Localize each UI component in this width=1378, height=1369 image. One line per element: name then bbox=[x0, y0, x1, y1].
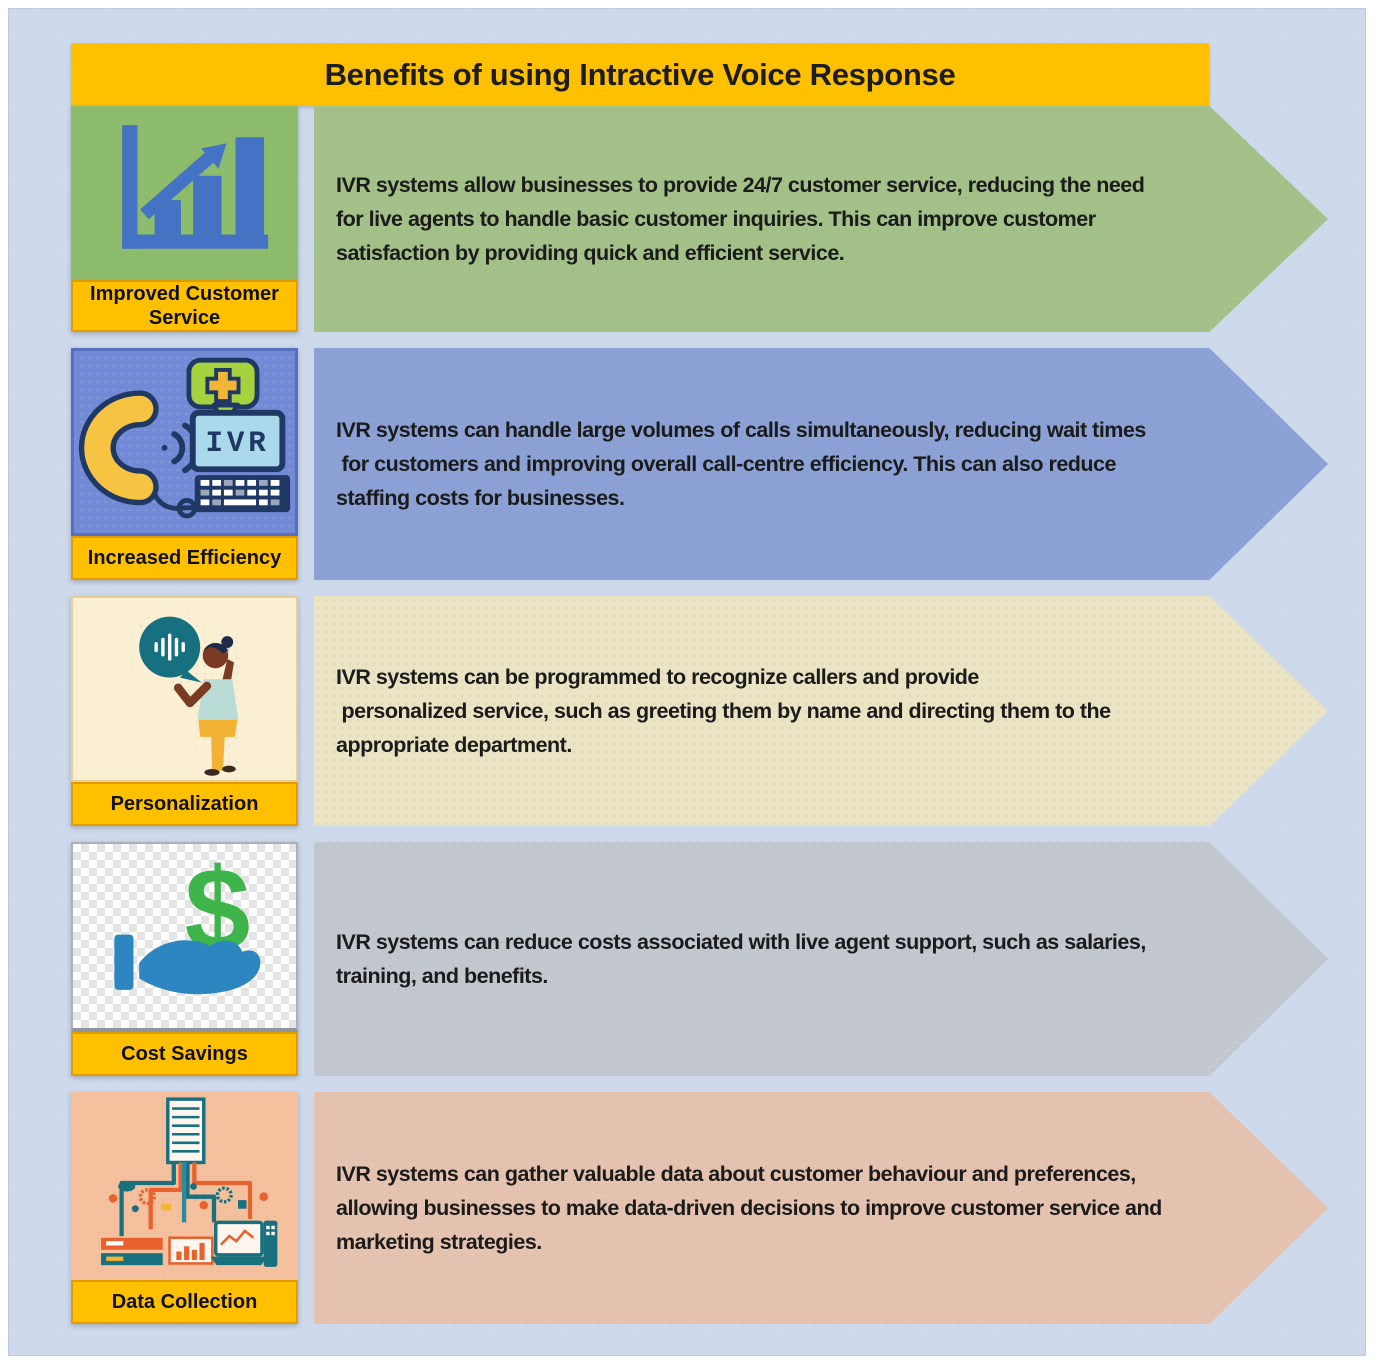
server-tower bbox=[166, 1097, 206, 1165]
tile-image bbox=[71, 1092, 298, 1280]
tile-image: $ bbox=[71, 842, 298, 1032]
icon-tile-data-collection: Data Collection bbox=[71, 1092, 298, 1324]
benefit-text: IVR systems can gather valuable data abo… bbox=[336, 1162, 1162, 1254]
benefit-text: IVR systems can be programmed to recogni… bbox=[336, 665, 1111, 757]
tile-label: Cost Savings bbox=[71, 1032, 298, 1076]
data-network-icon bbox=[101, 1097, 278, 1267]
row-data-collection: Data Collection IVR systems can gather v… bbox=[71, 1092, 1351, 1324]
benefit-arrow-increased-efficiency: IVR systems can handle large volumes of … bbox=[314, 348, 1328, 580]
icon-tile-improved-customer-service: Improved Customer Service bbox=[71, 106, 298, 332]
icon-tile-personalization: Personalization bbox=[71, 596, 298, 826]
tile-label: Improved Customer Service bbox=[71, 280, 298, 332]
open-hand bbox=[114, 934, 261, 995]
benefit-text: IVR systems can handle large volumes of … bbox=[336, 418, 1146, 510]
voice-speech-bubble bbox=[139, 616, 202, 683]
hand-dollar-icon: $ bbox=[114, 844, 261, 995]
title-banner: Benefits of using Intractive Voice Respo… bbox=[71, 43, 1209, 106]
benefit-arrow-cost-savings: IVR systems can reduce costs associated … bbox=[314, 842, 1328, 1076]
bar-chart-growth-icon bbox=[121, 125, 268, 249]
handset bbox=[78, 390, 159, 506]
tile-label: Increased Efficiency bbox=[71, 536, 298, 580]
row-improved-customer-service: Improved Customer Service IVR systems al… bbox=[71, 106, 1351, 332]
benefit-arrow-personalization: IVR systems can be programmed to recogni… bbox=[314, 596, 1328, 826]
tile-image bbox=[71, 106, 298, 280]
data-cables bbox=[119, 1162, 253, 1237]
icon-tile-increased-efficiency: IVR Increased bbox=[71, 348, 298, 580]
icon-tile-cost-savings: $ Cost Savings bbox=[71, 842, 298, 1076]
benefit-arrow-improved-customer-service: IVR systems allow businesses to provide … bbox=[314, 106, 1328, 332]
benefit-rows: Improved Customer Service IVR systems al… bbox=[71, 106, 1351, 1340]
row-personalization: Personalization IVR systems can be progr… bbox=[71, 596, 1351, 826]
person-on-phone bbox=[173, 636, 239, 776]
person-voice-call-icon bbox=[139, 616, 239, 776]
tile-image: IVR bbox=[71, 348, 298, 536]
page-title: Benefits of using Intractive Voice Respo… bbox=[324, 56, 956, 92]
row-increased-efficiency: IVR Increased bbox=[71, 348, 1351, 580]
devices bbox=[101, 1220, 278, 1267]
ivr-screen-text: IVR bbox=[205, 427, 269, 460]
row-cost-savings: $ Cost Savings IVR systems can reduce co… bbox=[71, 842, 1351, 1076]
benefit-text: IVR systems can reduce costs associated … bbox=[336, 930, 1146, 988]
benefit-arrow-data-collection: IVR systems can gather valuable data abo… bbox=[314, 1092, 1328, 1324]
tile-image bbox=[71, 596, 298, 782]
tile-label: Personalization bbox=[71, 782, 298, 826]
growth-arrow bbox=[139, 143, 227, 220]
ivr-terminal: IVR bbox=[189, 409, 291, 513]
tile-label: Data Collection bbox=[71, 1280, 298, 1324]
benefit-text: IVR systems allow businesses to provide … bbox=[336, 173, 1145, 265]
ivr-phone-system-icon: IVR bbox=[78, 357, 291, 519]
scattered-data-icons bbox=[108, 1181, 268, 1213]
infographic-panel: Benefits of using Intractive Voice Respo… bbox=[8, 8, 1366, 1356]
